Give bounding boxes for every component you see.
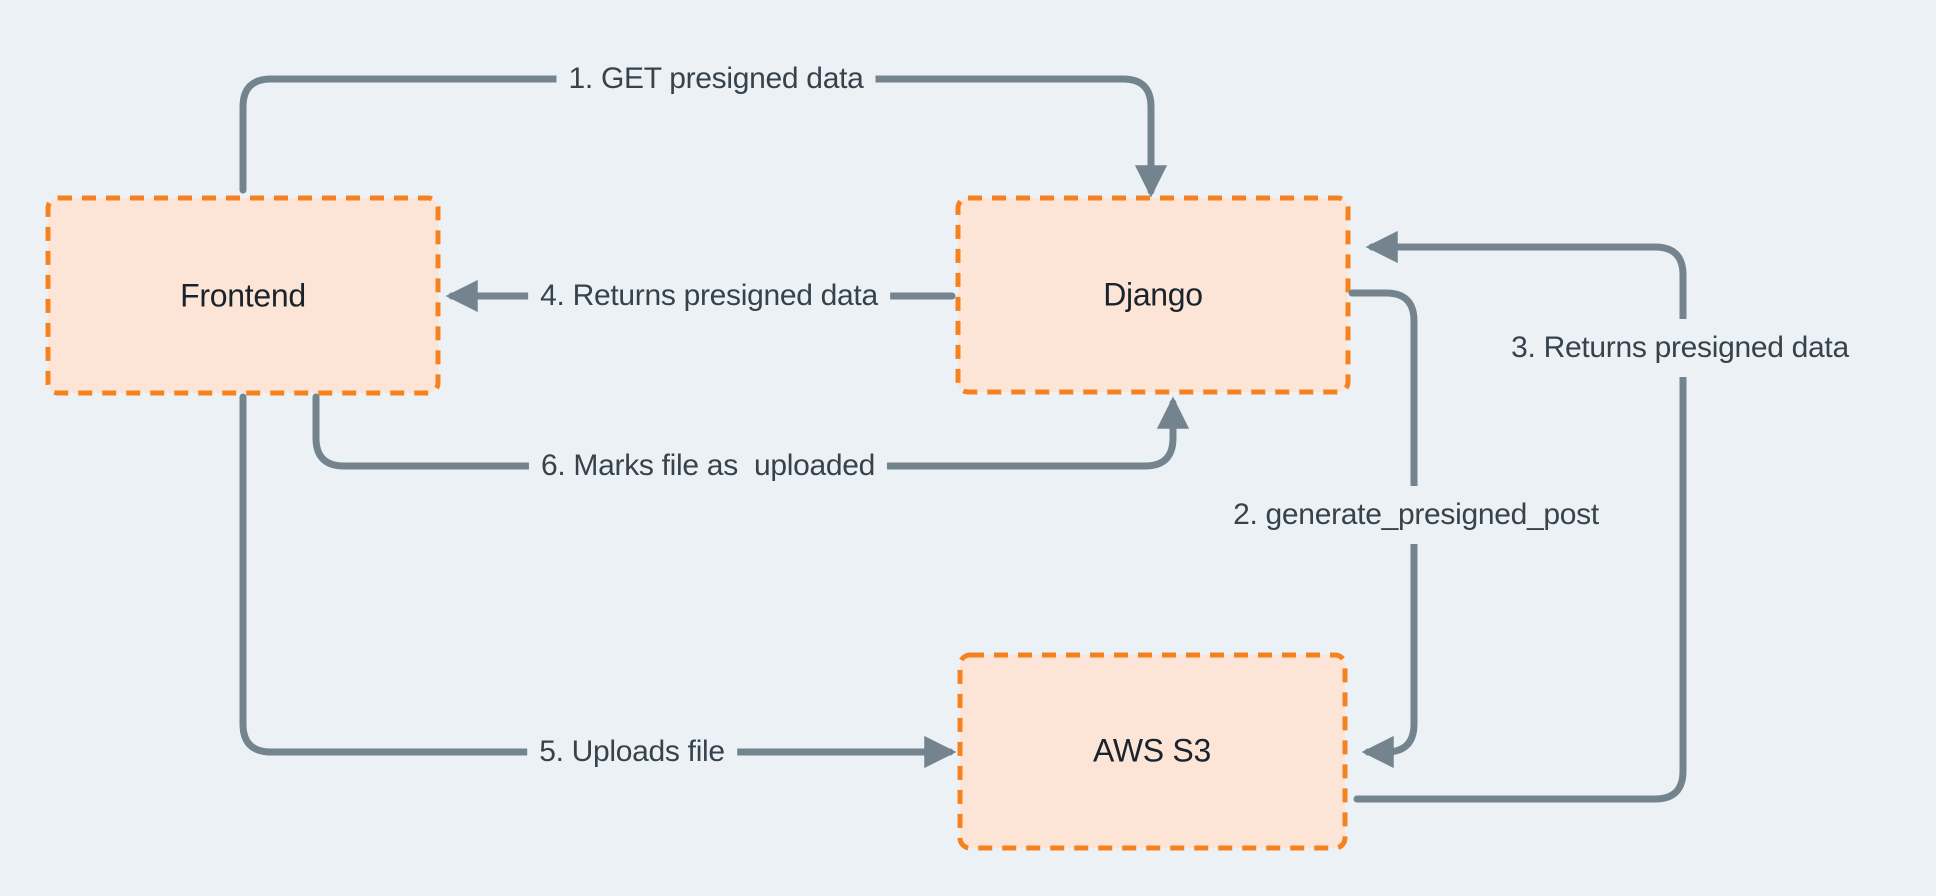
edge-label-5-uploads-file: 5. Uploads file xyxy=(527,733,737,771)
edge-label-3-returns-presigned-data: 3. Returns presigned data xyxy=(1507,319,1853,377)
edge-label-1-get-presigned-data: 1. GET presigned data xyxy=(556,60,876,98)
node-label-aws-s3: AWS S3 xyxy=(1093,732,1211,769)
edge-label-2-generate-presigned-post: 2. generate_presigned_post xyxy=(1229,486,1603,544)
frontend-node-box xyxy=(45,195,441,396)
node-label-frontend: Frontend xyxy=(180,277,306,314)
django-node-box xyxy=(955,195,1351,395)
aws-s3-node-box xyxy=(957,652,1348,851)
node-label-django: Django xyxy=(1103,276,1203,313)
edge-5-frontend-to-aws-s3-path xyxy=(239,393,957,769)
edge-3-aws-s3-to-django-path xyxy=(1353,230,1687,803)
edge-label-6-marks-file-as-uploaded: 6. Marks file as uploaded xyxy=(528,447,888,485)
edge-label-4-returns-presigned-data: 4. Returns presigned data xyxy=(528,277,890,315)
